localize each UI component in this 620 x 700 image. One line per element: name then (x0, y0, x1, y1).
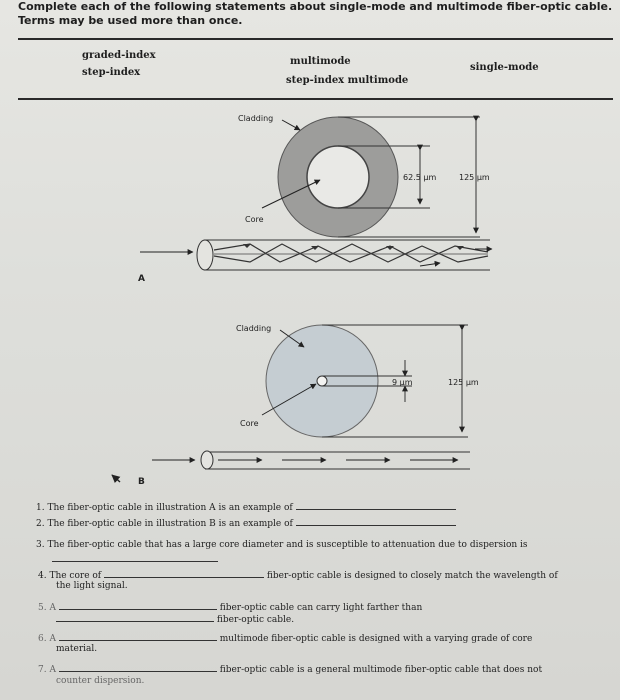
question-3: 3. The fiber-optic cable that has a larg… (36, 539, 596, 551)
figure-b-outer-dimension: 125 µm (448, 378, 479, 387)
question-2: 2. The fiber-optic cable in illustration… (36, 516, 456, 530)
question-7-blank[interactable] (58, 662, 217, 672)
question-6: 6. A multimode fiber-optic cable is desi… (38, 631, 532, 645)
word-bank-term-step-index: step-index (82, 67, 141, 78)
word-bank-term-step-index-multimode: step-index multimode (286, 75, 409, 86)
question-5-text-b: fiber-optic cable can carry light farthe… (219, 603, 423, 613)
figure-a-cladding-label: Cladding (238, 114, 273, 123)
question-2-text: 2. The fiber-optic cable in illustration… (36, 519, 293, 529)
question-4-text-a: 4. The core of (38, 571, 102, 581)
word-bank-bottom-rule (18, 98, 613, 100)
question-5-continued: fiber-optic cable. (56, 612, 294, 626)
question-5-text-a: 5. A (38, 603, 56, 613)
question-5: 5. A fiber-optic cable can carry light f… (38, 600, 422, 614)
figure-b-core-dimension: 9 µm (392, 378, 413, 387)
question-5-blank-2[interactable] (56, 612, 214, 622)
figure-a-outer-dimension: 125 µm (459, 173, 490, 182)
question-7-text-b: fiber-optic cable is a general multimode… (219, 665, 543, 675)
question-5-text-c: fiber-optic cable. (216, 615, 295, 625)
question-4: 4. The core of fiber-optic cable is desi… (38, 568, 558, 582)
figure-a-core-label: Core (245, 215, 264, 224)
question-1-blank[interactable] (295, 500, 456, 510)
figure-a-label: A (138, 274, 145, 284)
question-7: 7. A fiber-optic cable is a general mult… (38, 662, 542, 676)
figure-b-label: B (138, 477, 145, 487)
figure-a-side-view (140, 239, 493, 271)
question-1: 1. The fiber-optic cable in illustration… (36, 500, 456, 514)
figure-b-cross-section (261, 324, 468, 438)
question-4-continued: the light signal. (56, 581, 128, 591)
question-6-text-a: 6. A (38, 634, 56, 644)
question-2-blank[interactable] (295, 516, 456, 526)
instructions: Complete each of the following statement… (18, 0, 613, 27)
word-bank-term-graded-index: graded-index (82, 50, 156, 61)
question-3-blank[interactable] (52, 552, 218, 562)
question-7-continued: counter dispersion. (56, 676, 145, 686)
question-6-text-b: multimode fiber-optic cable is designed … (219, 634, 533, 644)
question-7-text-a: 7. A (38, 665, 56, 675)
word-bank-term-single-mode: single-mode (470, 62, 539, 73)
figure-a-core-dimension: 62.5 µm (403, 173, 436, 182)
question-5-blank-1[interactable] (58, 600, 217, 610)
question-6-continued: material. (56, 644, 98, 654)
word-bank-term-multimode: multimode (290, 56, 351, 67)
figure-b-core-label: Core (240, 419, 259, 428)
question-1-text: 1. The fiber-optic cable in illustration… (36, 503, 293, 513)
question-4-blank[interactable] (104, 568, 265, 578)
question-3-text: 3. The fiber-optic cable that has a larg… (36, 540, 528, 550)
question-4-text-b: fiber-optic cable is designed to closely… (266, 571, 558, 581)
figure-b-cladding-label: Cladding (236, 324, 271, 333)
figure-b-side-view (111, 450, 470, 484)
figure-a-cross-section (261, 115, 480, 238)
word-bank-top-rule (18, 38, 613, 40)
question-6-blank[interactable] (58, 631, 217, 641)
